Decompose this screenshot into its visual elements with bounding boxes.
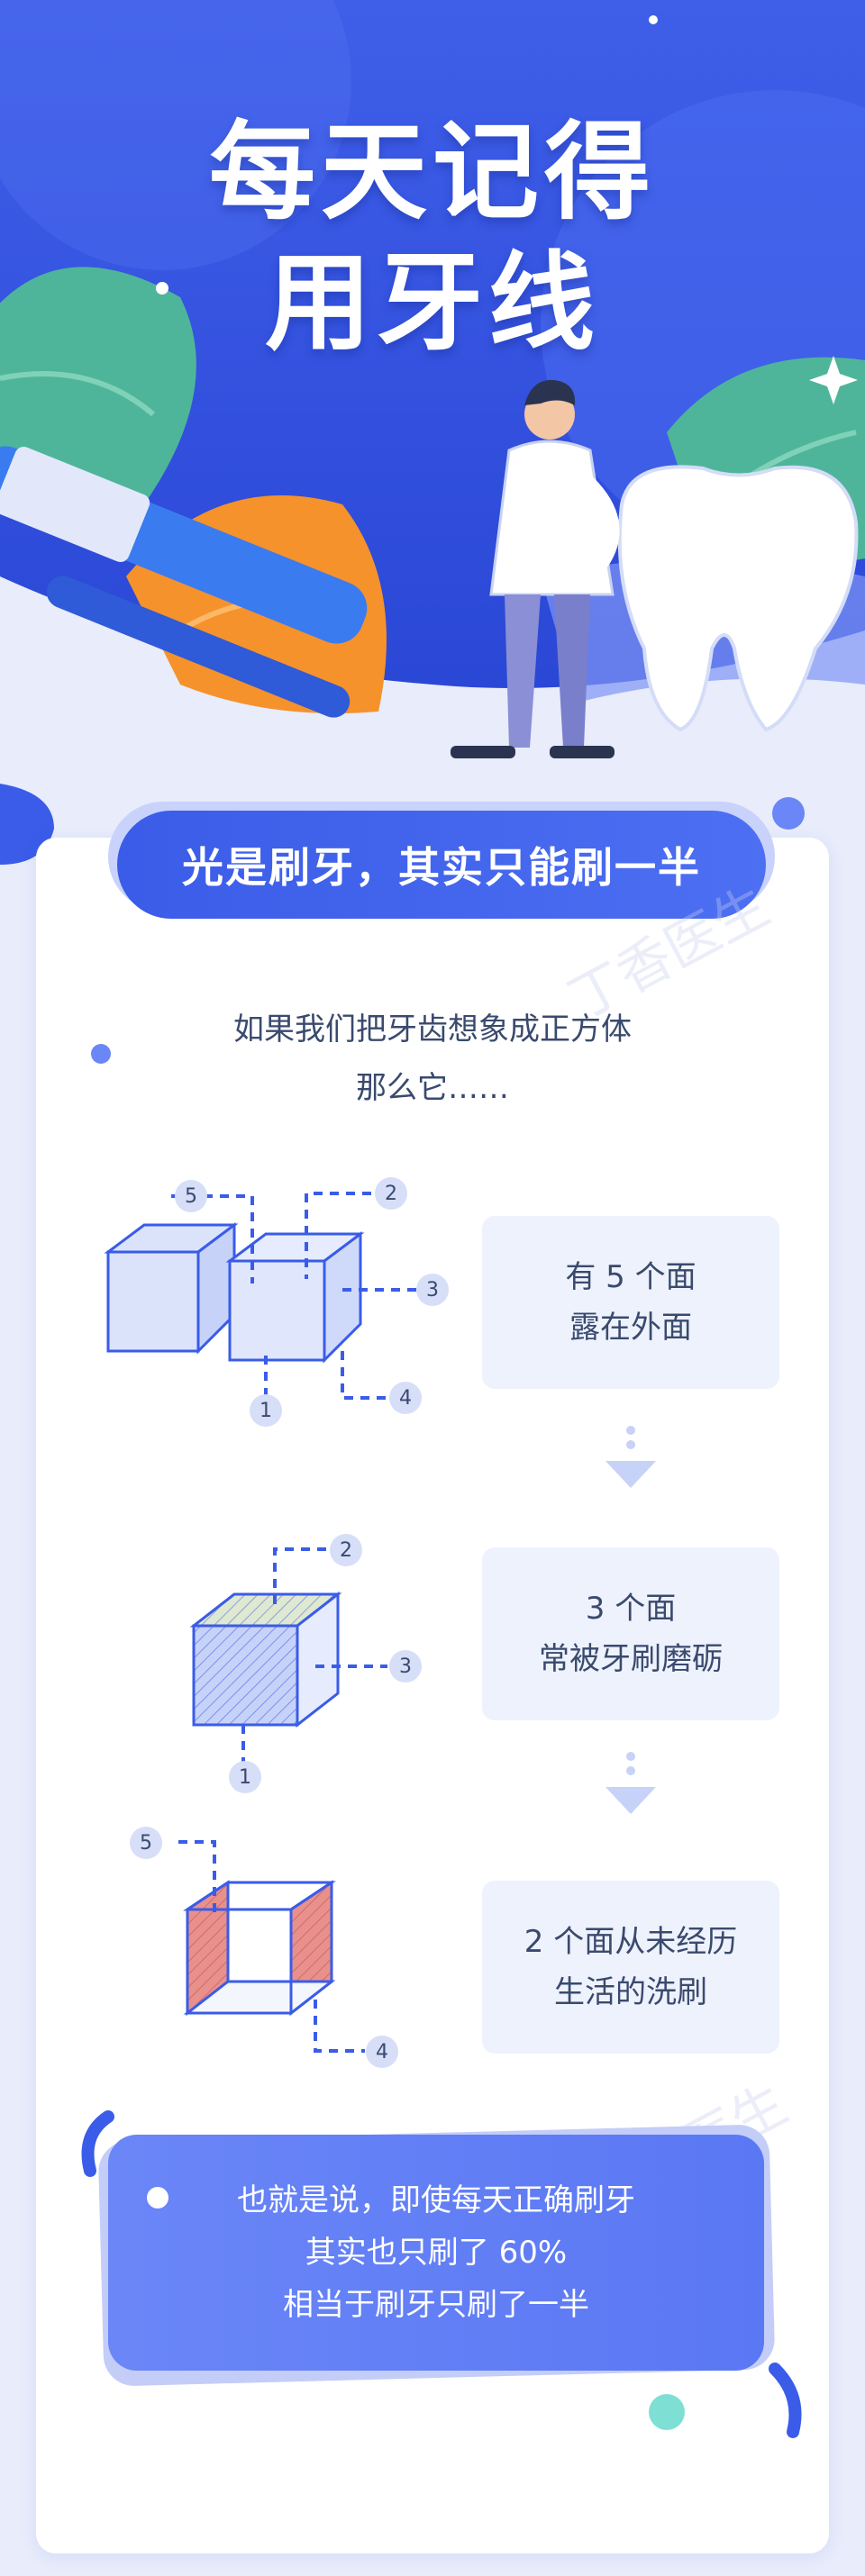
heading-pill: 光是刷牙，其实只能刷一半 [117,811,766,919]
dot-icon [649,15,658,24]
conclusion-callout: 也就是说，即使每天正确刷牙 其实也只刷了 60% 相当于刷牙只刷了一半 [108,2135,764,2371]
step2-line1: 3 个面 [585,1591,677,1627]
step1-line1: 有 5 个面 [565,1259,697,1295]
leaf-left-icon [0,267,196,504]
step3-line1: 2 个面从未经历 [524,1924,738,1960]
dot-icon [147,2187,168,2209]
step1-line2: 露在外面 [569,1310,692,1346]
arrow-down-icon [606,1426,656,1488]
callout-decor [81,2110,802,2438]
arrow-down-icon [606,1752,656,1814]
step2-line2: 常被牙刷磨砺 [539,1641,723,1677]
step-box-2: 3 个面 常被牙刷磨砺 [482,1547,779,1720]
label-5: 5 [130,1827,162,1859]
label-3: 3 [389,1650,422,1683]
cube-diagram-five-faces: 5 2 3 1 4 [90,1171,469,1441]
label-1: 1 [250,1394,282,1427]
label-2: 2 [330,1534,362,1566]
hero-title-line2: 用牙线 [264,240,600,365]
intro-line2: 那么它…… [356,1070,509,1106]
dot-icon [156,282,168,295]
tooth-icon [617,465,859,732]
cube-diagram-two-faces: 5 4 [126,1819,414,2090]
sparkle-icon [809,356,858,404]
hero-illustration [0,0,865,775]
label-2: 2 [375,1177,407,1210]
conclusion-line1: 也就是说，即使每天正确刷牙 [237,2182,635,2218]
step-box-1: 有 5 个面 露在外面 [482,1216,779,1389]
dot-icon [91,1044,111,1064]
conclusion-line3: 相当于刷牙只刷了一半 [283,2287,589,2323]
label-4: 4 [389,1382,422,1414]
doctor-icon [451,379,620,758]
hero-title-line1: 每天记得 [208,110,656,234]
label-1: 1 [229,1761,261,1793]
label-4: 4 [366,2036,398,2068]
label-3: 3 [416,1274,449,1306]
conclusion-line2: 其实也只刷了 60% [305,2235,568,2271]
cube-diagram-three-faces: 2 3 1 [180,1531,451,1801]
step-box-3: 2 个面从未经历 生活的洗刷 [482,1881,779,2054]
intro-line1: 如果我们把牙齿想象成正方体 [233,1011,632,1048]
toothbrush-icon [0,446,368,718]
hero-banner: 每天记得 用牙线 [0,0,865,775]
step3-line2: 生活的洗刷 [554,1974,707,2010]
label-5: 5 [175,1180,207,1212]
